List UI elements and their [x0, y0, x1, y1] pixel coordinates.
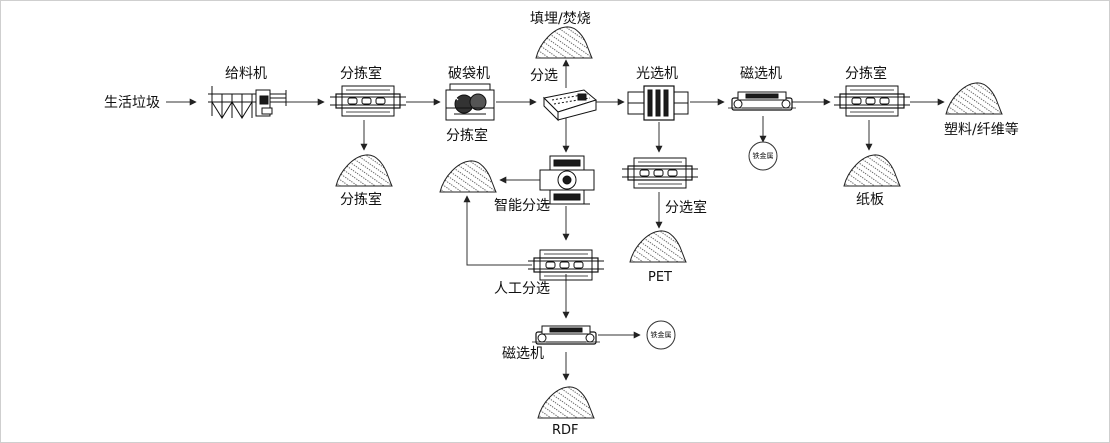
- sort-room-1-machine: [329, 85, 407, 117]
- label-input: 生活垃圾: [104, 95, 160, 111]
- label-manual-sorting: 人工分选: [494, 281, 550, 297]
- label-sort-room-1: 分拣室: [340, 65, 382, 82]
- feeder-machine: [208, 86, 287, 119]
- bag-breaker-machine: [445, 83, 495, 121]
- landfill-pile: [535, 26, 593, 59]
- label-ferrous-1: 铁金属: [753, 151, 774, 160]
- intelligent-reject-pile: [439, 160, 497, 193]
- label-sort-room-3: 分拣室: [845, 65, 887, 82]
- label-pet: PET: [648, 270, 672, 285]
- magnetic-separator-bottom-machine: [531, 325, 601, 345]
- label-plastics-fiber: 塑料/纤维等: [944, 121, 1019, 138]
- intelligent-sorting-machine: [539, 155, 595, 205]
- pet-pile: [629, 230, 687, 263]
- magnetic-separator-top-machine: [727, 91, 797, 111]
- plastics-pile: [945, 82, 1003, 115]
- sort-station-machine: [621, 157, 699, 189]
- label-bag-breaker-room: 分拣室: [446, 127, 488, 144]
- label-cardboard: 纸板: [856, 192, 884, 208]
- label-intelligent-sorting: 智能分选: [494, 198, 550, 214]
- flow-arrows: [166, 59, 945, 381]
- sort-room-1-pile: [335, 154, 393, 187]
- label-optical-sorter: 光选机: [636, 66, 678, 82]
- label-magnetic-separator-top: 磁选机: [740, 66, 782, 82]
- ferrous-1-circle: [748, 141, 778, 171]
- ferrous-2-circle: [646, 320, 676, 350]
- cardboard-pile: [843, 154, 901, 187]
- label-sort-station: 分选室: [665, 199, 707, 216]
- label-feeder: 给料机: [225, 66, 267, 82]
- rdf-pile: [537, 386, 595, 419]
- label-ferrous-2: 铁金属: [651, 330, 672, 339]
- sort-room-3-machine: [833, 85, 911, 117]
- label-sort-room-1-out: 分拣室: [340, 191, 382, 208]
- label-magnetic-separator-bottom: 磁选机: [502, 346, 544, 362]
- label-bag-breaker: 破袋机: [448, 66, 490, 82]
- optical-sorter-machine: [627, 85, 689, 121]
- label-separation: 分选: [530, 68, 558, 84]
- label-landfill: 填埋/焚烧: [530, 11, 591, 27]
- label-rdf: RDF: [552, 423, 579, 438]
- separation-machine: [542, 89, 598, 122]
- arrow-manual-loop: [463, 195, 532, 266]
